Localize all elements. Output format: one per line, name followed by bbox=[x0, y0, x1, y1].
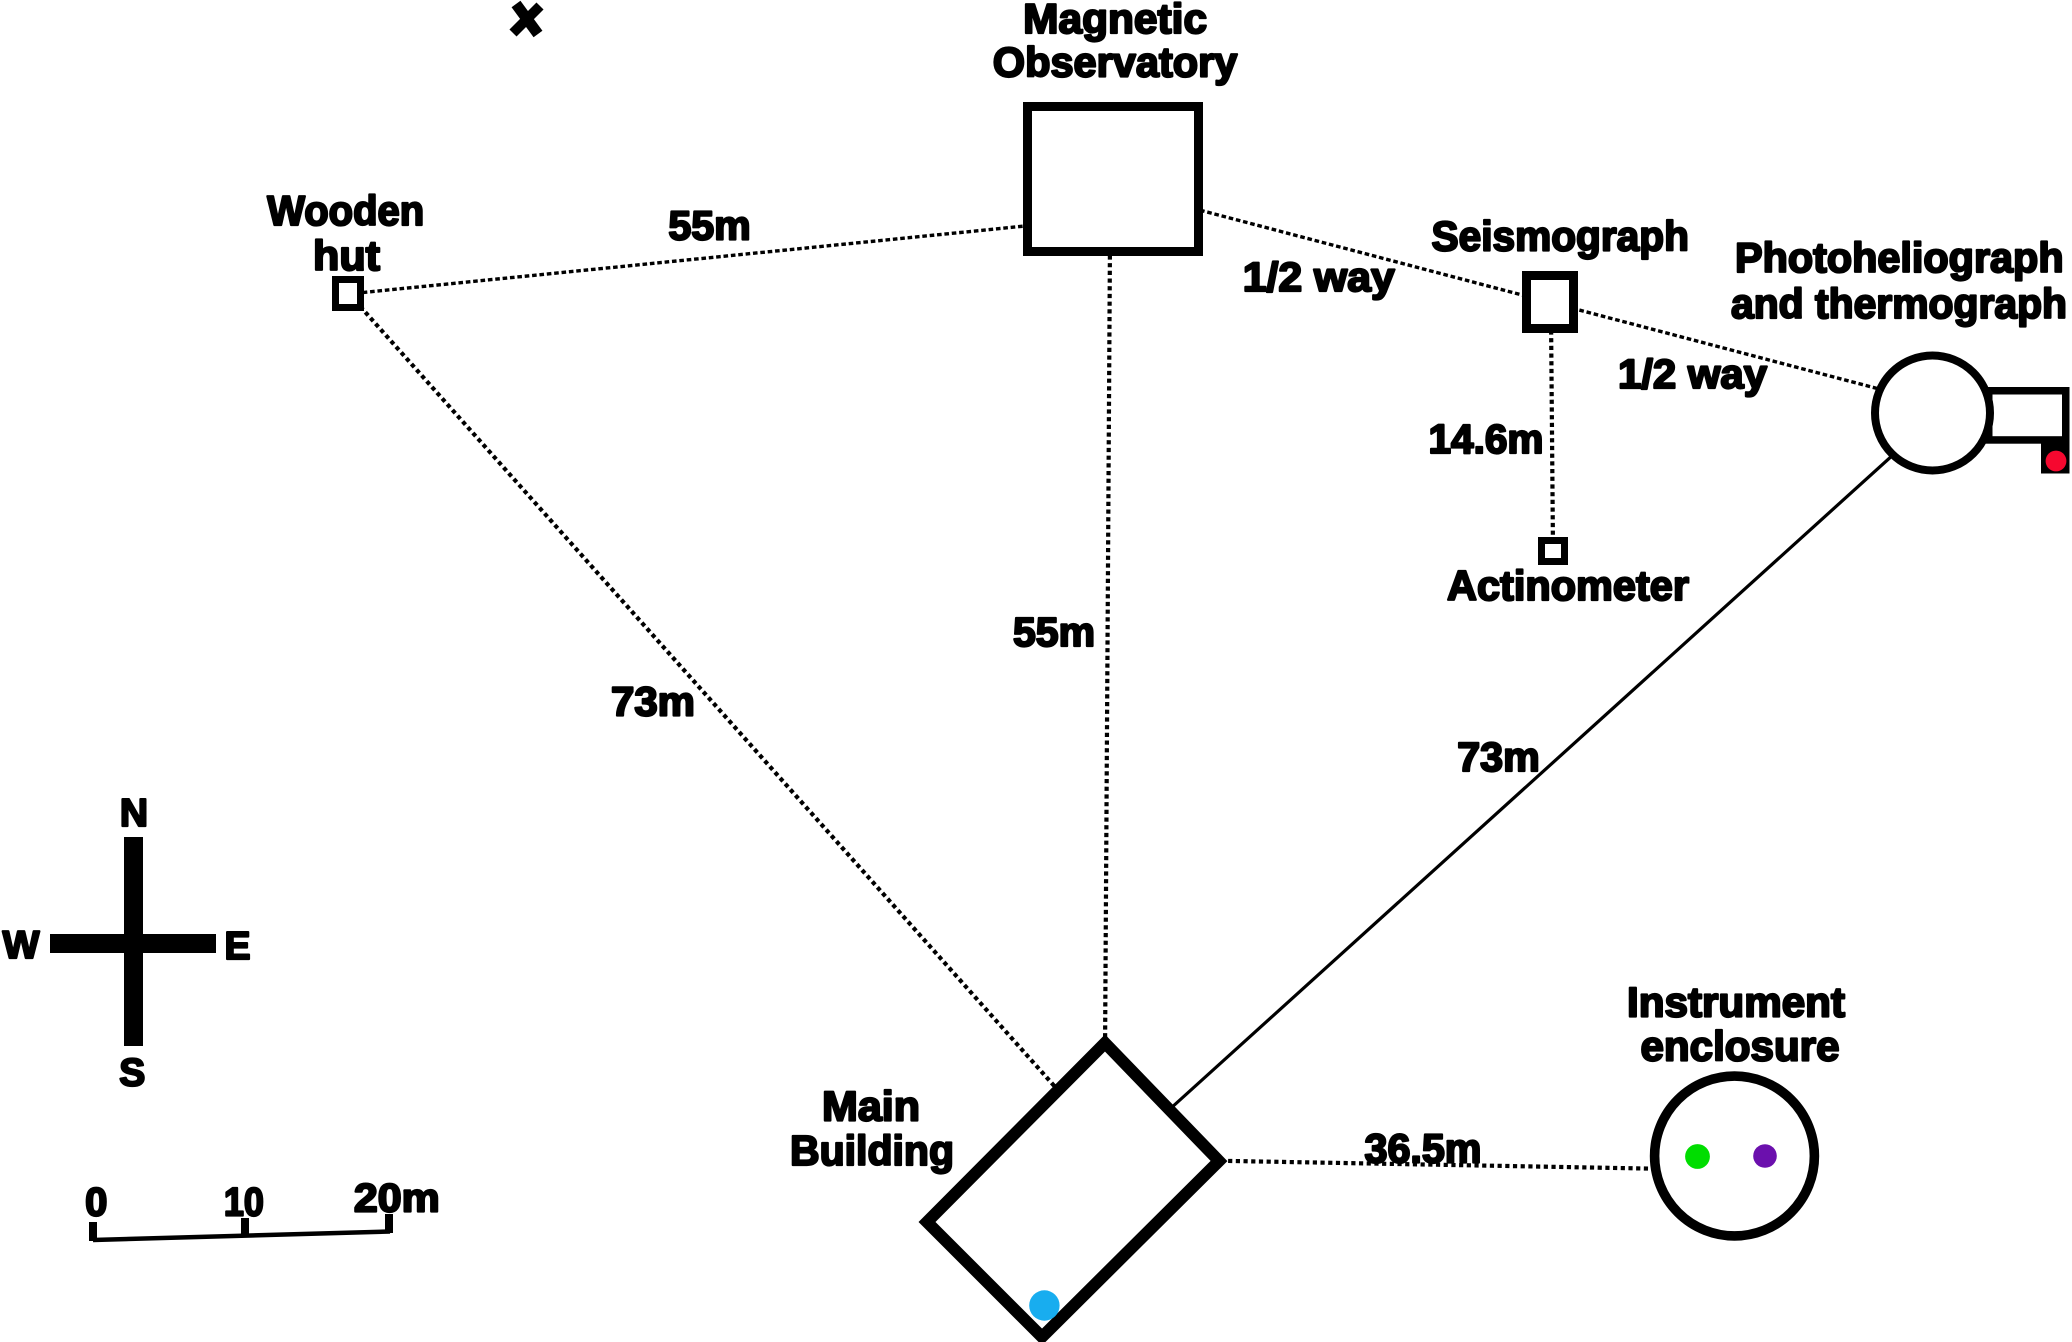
svg-text:55m: 55m bbox=[668, 203, 750, 249]
svg-text:enclosure: enclosure bbox=[1641, 1022, 1840, 1069]
svg-text:Magnetic: Magnetic bbox=[1023, 0, 1207, 42]
svg-text:10: 10 bbox=[224, 1181, 264, 1225]
svg-text:Wooden: Wooden bbox=[267, 187, 424, 234]
svg-text:Photoheliograph: Photoheliograph bbox=[1735, 234, 2064, 281]
svg-text:20m: 20m bbox=[354, 1176, 440, 1220]
svg-text:1/2 way: 1/2 way bbox=[1243, 254, 1395, 300]
svg-text:14.6m: 14.6m bbox=[1429, 416, 1544, 462]
svg-text:Instrument: Instrument bbox=[1627, 979, 1845, 1026]
svg-text:Building: Building bbox=[790, 1127, 954, 1174]
svg-text:Seismograph: Seismograph bbox=[1432, 213, 1689, 260]
svg-text:0: 0 bbox=[85, 1181, 107, 1225]
svg-text:and thermograph: and thermograph bbox=[1731, 280, 2067, 327]
svg-text:Main: Main bbox=[822, 1083, 920, 1130]
svg-text:S: S bbox=[119, 1052, 145, 1095]
svg-text:Actinometer: Actinometer bbox=[1447, 562, 1689, 609]
svg-text:hut: hut bbox=[313, 232, 380, 279]
svg-text:W: W bbox=[3, 924, 40, 967]
svg-text:55m: 55m bbox=[1013, 609, 1095, 655]
svg-text:36.5m: 36.5m bbox=[1365, 1126, 1482, 1172]
svg-text:E: E bbox=[224, 925, 250, 968]
svg-text:N: N bbox=[120, 792, 148, 835]
svg-text:1/2 way: 1/2 way bbox=[1618, 351, 1767, 397]
svg-text:73m: 73m bbox=[1457, 734, 1540, 780]
svg-text:73m: 73m bbox=[611, 678, 695, 724]
svg-text:Observatory: Observatory bbox=[993, 38, 1238, 85]
